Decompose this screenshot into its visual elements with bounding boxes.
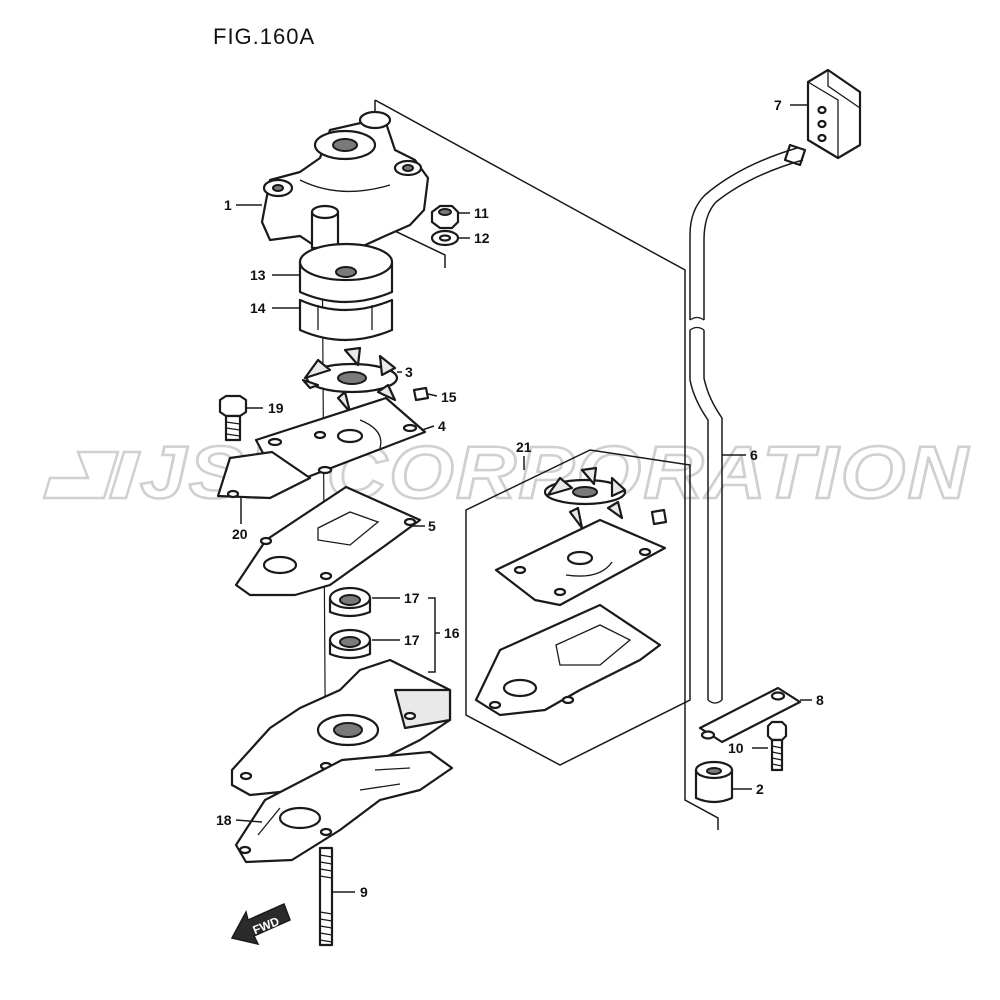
water-tube xyxy=(689,143,807,704)
callout-8: 8 xyxy=(816,692,824,708)
watermark: JSP CORPORATION xyxy=(42,430,969,515)
callout-3: 3 xyxy=(405,364,413,380)
key xyxy=(412,386,430,402)
callout-13: 13 xyxy=(250,267,266,283)
callout-17-upper: 17 xyxy=(404,590,420,606)
liner xyxy=(298,242,394,304)
callout-11: 11 xyxy=(474,205,489,221)
callout-1: 1 xyxy=(224,197,232,213)
callout-21: 21 xyxy=(516,439,532,455)
leader-lines xyxy=(235,104,812,893)
grommet-2 xyxy=(694,760,734,804)
fwd-arrow-icon xyxy=(230,902,291,946)
callout-2: 2 xyxy=(756,781,764,797)
stud-bolt xyxy=(318,846,334,947)
bolt-10 xyxy=(766,720,788,772)
bracket-8 xyxy=(698,686,802,744)
oil-seal-lower xyxy=(328,628,372,660)
pump-case xyxy=(260,110,430,254)
oil-seal-upper xyxy=(328,586,372,618)
callout-20: 20 xyxy=(232,526,248,542)
callout-5: 5 xyxy=(428,518,436,534)
callout-18: 18 xyxy=(216,812,232,828)
callout-9: 9 xyxy=(360,884,368,900)
pump-body-seal xyxy=(298,298,394,342)
callout-16: 16 xyxy=(444,625,460,641)
callout-labels: 1 2 3 4 5 6 7 8 9 10 11 12 13 14 15 16 1… xyxy=(216,97,824,900)
figure-title: FIG.160A xyxy=(213,24,315,49)
callout-4: 4 xyxy=(438,418,446,434)
bracket-16 xyxy=(428,597,436,673)
watermark-logo-icon xyxy=(42,450,142,500)
bolt xyxy=(218,394,248,442)
grommet xyxy=(806,68,862,160)
callout-14: 14 xyxy=(250,300,266,316)
nut xyxy=(430,204,460,230)
callout-15: 15 xyxy=(441,389,457,405)
impeller xyxy=(301,346,399,414)
callout-12: 12 xyxy=(474,230,490,246)
callout-7: 7 xyxy=(774,97,782,113)
repair-kit-box xyxy=(465,449,691,766)
gasket-18 xyxy=(234,750,454,864)
callout-19: 19 xyxy=(268,400,284,416)
gasket-5 xyxy=(234,485,422,597)
fwd-arrow: FWD xyxy=(230,902,291,946)
lower-housing xyxy=(230,658,452,797)
callout-17-lower: 17 xyxy=(404,632,420,648)
callout-6: 6 xyxy=(750,447,758,463)
callout-10: 10 xyxy=(728,740,744,756)
washer xyxy=(430,229,460,247)
gasket-20 xyxy=(216,450,312,500)
